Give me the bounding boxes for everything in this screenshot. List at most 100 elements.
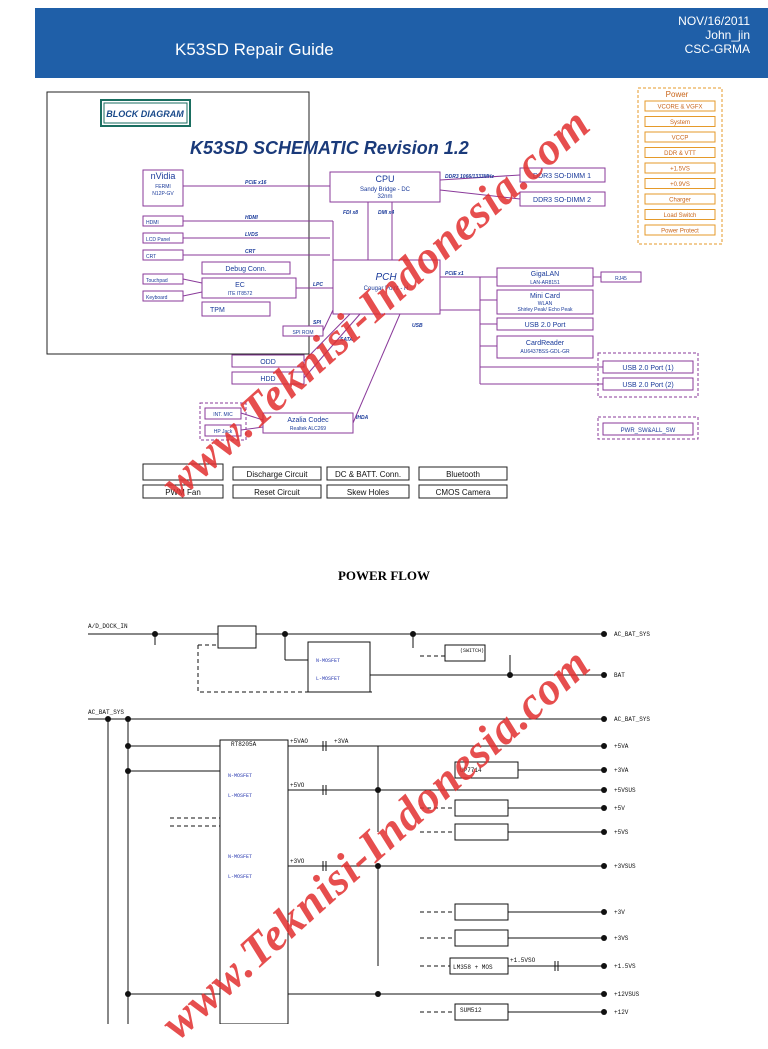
output-label: +5VSUS	[614, 787, 636, 794]
tpm-box	[201, 301, 271, 317]
nvidia-box	[142, 169, 184, 207]
debug-label: Debug Conn.	[225, 266, 266, 273]
svg-text:DDR3 1066/1333MHz: DDR3 1066/1333MHz	[445, 174, 494, 180]
svg-text:SPI: SPI	[313, 320, 322, 326]
doc-author: John_jin	[705, 28, 750, 42]
svg-text:PCIE x16: PCIE x16	[245, 180, 267, 186]
junction-dots	[105, 631, 607, 1015]
block-links	[182, 174, 603, 431]
output-node	[601, 631, 607, 637]
svg-text:Realtek ALC269: Realtek ALC269	[290, 426, 326, 432]
svg-text:N-MOSFET: N-MOSFET	[228, 773, 252, 779]
power-outputs: AC_BAT_SYSBATAC_BAT_SYS+5VA+3VA+5VSUS+5V…	[614, 631, 650, 1016]
nvidia-name: nVidia	[151, 171, 176, 181]
svg-text:SUM512: SUM512	[460, 1007, 482, 1014]
svg-text:HDMI: HDMI	[245, 215, 258, 221]
svg-text:CMOS Camera: CMOS Camera	[436, 488, 491, 497]
power-list-item	[644, 209, 716, 220]
junction	[125, 768, 131, 774]
output-label: +3VS	[614, 935, 629, 942]
output-node	[601, 829, 607, 835]
charger-mosfet	[307, 641, 371, 693]
doc-dept: CSC-GRMA	[684, 42, 750, 56]
svg-text:DC & BATT. Conn.: DC & BATT. Conn.	[335, 470, 401, 479]
svg-text:PWR_SW&ALL_SW: PWR_SW&ALL_SW	[621, 428, 676, 434]
power-flow-title: POWER FLOW	[338, 568, 430, 583]
dock-switch	[217, 625, 257, 649]
output-label: +5VS	[614, 829, 629, 836]
junction	[375, 787, 381, 793]
svg-text:Mini Card: Mini Card	[530, 293, 560, 300]
power-list-label: Load Switch	[664, 213, 697, 219]
minicard-box	[496, 289, 594, 315]
svg-text:N-MOSFET: N-MOSFET	[316, 658, 340, 664]
output-label: AC_BAT_SYS	[614, 716, 650, 723]
svg-text:LAN-AR8151: LAN-AR8151	[530, 280, 560, 286]
cpu-box	[329, 171, 441, 203]
doc-title: K53SD Repair Guide	[175, 40, 334, 59]
svg-text:HDD: HDD	[260, 376, 275, 383]
power-list-label: VCORE & VGFX	[657, 105, 702, 111]
svg-text:Skew Holes: Skew Holes	[347, 488, 389, 497]
rt8205a-box	[219, 739, 289, 1024]
badge-label: BLOCK DIAGRAM	[106, 109, 184, 119]
svg-text:Bluetooth: Bluetooth	[446, 470, 480, 479]
lm358-box	[449, 957, 509, 975]
header-bar: K53SD Repair Guide NOV/16/2011 John_jin …	[35, 8, 768, 78]
svg-text:FDI x8: FDI x8	[343, 210, 358, 216]
bat-switch	[444, 644, 486, 662]
doc-date: NOV/16/2011	[678, 14, 750, 28]
svg-text:Touchpad: Touchpad	[146, 278, 168, 284]
svg-text:N12P-GV: N12P-GV	[152, 191, 174, 197]
svg-text:A/D_DOCK_IN: A/D_DOCK_IN	[88, 623, 128, 630]
svg-text:HP Jack: HP Jack	[214, 429, 233, 435]
svg-text:GigaLAN: GigaLAN	[531, 271, 559, 278]
svg-text:CardReader: CardReader	[526, 340, 565, 347]
output-label: +12VSUS	[614, 991, 640, 998]
svg-text:+5VO: +5VO	[290, 782, 305, 789]
output-node	[601, 909, 607, 915]
junction	[375, 863, 381, 869]
svg-text:+1.5VSO: +1.5VSO	[510, 957, 536, 964]
svg-text:CRT: CRT	[245, 249, 256, 255]
power-list-label: Power Protect	[661, 229, 699, 235]
svg-text:USB 2.0 Port (2): USB 2.0 Port (2)	[622, 382, 673, 389]
output-label: +5V	[614, 805, 625, 812]
svg-text:RJ45: RJ45	[615, 276, 627, 282]
svg-text:Cougar Point - H: Cougar Point - H	[364, 286, 409, 292]
svg-text:Sandy Bridge - DC: Sandy Bridge - DC	[360, 187, 411, 193]
svg-text:USB 2.0 Port: USB 2.0 Port	[525, 322, 566, 329]
output-label: +3VSUS	[614, 863, 636, 870]
debug-box	[201, 261, 291, 275]
svg-text:AU6437BSS-GDL-GR: AU6437BSS-GDL-GR	[520, 349, 570, 355]
svg-text:IHDA: IHDA	[356, 415, 369, 421]
output-node	[601, 787, 607, 793]
svg-text:+3VO: +3VO	[290, 858, 305, 865]
ddr2-label: DDR3 SO-DIMM 2	[533, 197, 591, 204]
power-list-label: VCCP	[672, 136, 689, 142]
svg-text:L-MOSFET: L-MOSFET	[228, 793, 252, 799]
svg-text:32nm: 32nm	[377, 194, 392, 200]
output-node	[601, 991, 607, 997]
svg-text:LPC: LPC	[313, 282, 323, 288]
svg-text:LVDS: LVDS	[245, 232, 259, 238]
power-list-item	[644, 131, 716, 143]
power-list-label: +0.9VS	[670, 182, 690, 188]
output-label: +1.5VS	[614, 963, 636, 970]
junction	[105, 716, 111, 722]
svg-text:USB: USB	[412, 323, 423, 329]
power-list-item	[644, 116, 716, 127]
output-node	[601, 805, 607, 811]
svg-text:WLAN: WLAN	[538, 301, 553, 307]
junction	[507, 672, 513, 678]
output-node	[601, 716, 607, 722]
svg-text:HDMI: HDMI	[146, 220, 159, 226]
output-node	[601, 672, 607, 678]
svg-text:Keyboard: Keyboard	[146, 295, 168, 301]
output-node	[601, 767, 607, 773]
power-list-item	[644, 100, 716, 112]
svg-text:Azalia Codec: Azalia Codec	[287, 417, 329, 424]
power-list-item	[644, 147, 716, 158]
output-node	[601, 935, 607, 941]
junction	[152, 631, 158, 637]
